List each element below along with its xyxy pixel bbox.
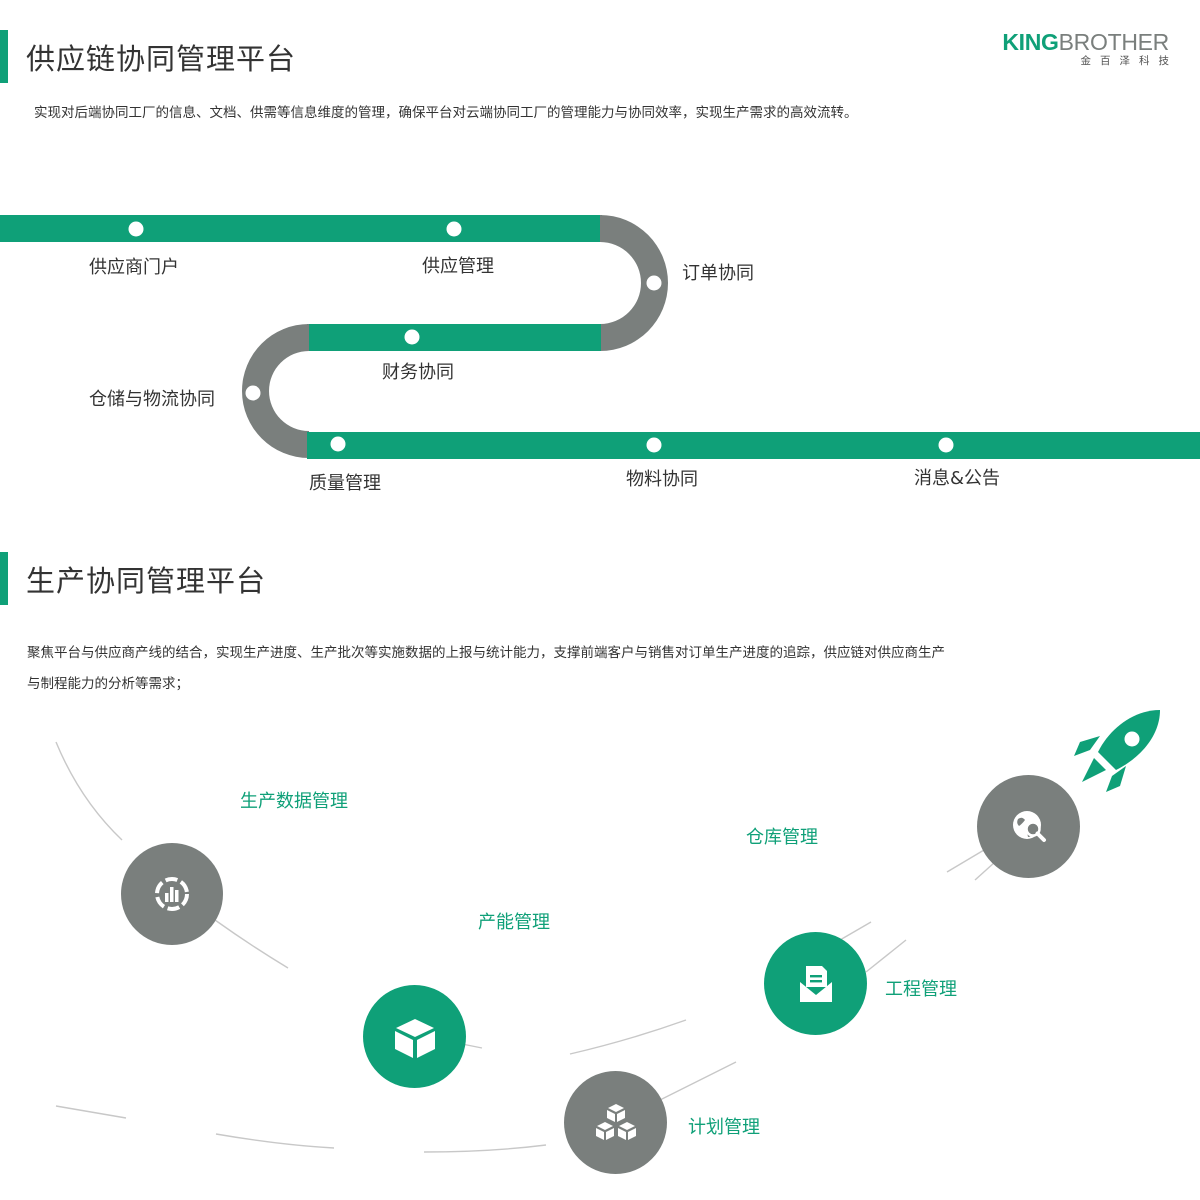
document-envelope-icon [799,965,832,1002]
rocket-icon [1074,710,1160,792]
road-dot [646,437,662,453]
production-data-circle[interactable] [121,843,223,945]
road-curve-right [600,215,668,351]
road-dot [404,329,420,345]
road-curve-left [242,324,309,458]
module-production-data-label: 生产数据管理 [240,791,348,812]
planning-circle[interactable] [564,1071,667,1174]
node-supply-management: 供应管理 [422,256,494,277]
node-quality-management: 质量管理 [309,473,381,494]
brand-secondary: BROTHER [1058,29,1170,55]
node-order-collaboration: 订单协同 [682,263,754,284]
chart-icon [155,877,189,911]
module-warehouse-label: 仓库管理 [746,827,818,848]
road-segment-middle [307,324,601,351]
cube-icon [394,1018,435,1058]
module-capacity-label: 产能管理 [478,912,550,933]
supply-chain-title: 供应链协同管理平台 [26,42,297,76]
node-material-collaboration: 物料协同 [626,469,698,490]
production-description-line1: 聚焦平台与供应商产线的结合，实现生产进度、生产批次等实施数据的上报与统计能力，支… [27,645,945,661]
capacity-circle[interactable] [363,985,466,1088]
node-warehouse-logistics: 仓储与物流协同 [89,389,215,410]
road-dot [646,275,662,291]
node-finance-collaboration: 财务协同 [382,362,454,383]
module-engineering-label: 工程管理 [885,979,957,1000]
road-dot [245,385,261,401]
module-planning-label: 计划管理 [688,1117,760,1138]
production-title: 生产协同管理平台 [26,564,267,598]
supply-chain-description: 实现对后端协同工厂的信息、文档、供需等信息维度的管理，确保平台对云端协同工厂的管… [34,105,858,121]
road-segment-bottom [307,432,1200,459]
brand-tagline: 金百泽科技 [1080,55,1178,67]
road-dot [938,437,954,453]
globe-search-icon [1012,810,1046,842]
node-supplier-portal: 供应商门户 [89,257,179,278]
road-segment-top [0,215,602,242]
production-description-line2: 与制程能力的分析等需求； [27,676,189,692]
stacked-boxes-icon [595,1103,636,1140]
road-dot [446,221,462,237]
section-accent-bar-supply [0,30,8,83]
node-messages-announcements: 消息&公告 [914,468,1001,489]
warehouse-circle[interactable] [977,775,1080,878]
brand-logo: KINGBROTHER 金百泽科技 [1002,30,1169,68]
road-dot [330,436,346,452]
engineering-circle[interactable] [764,932,867,1035]
brand-primary: KING [1002,29,1059,55]
road-dot [128,221,144,237]
section-accent-bar-production [0,552,8,605]
